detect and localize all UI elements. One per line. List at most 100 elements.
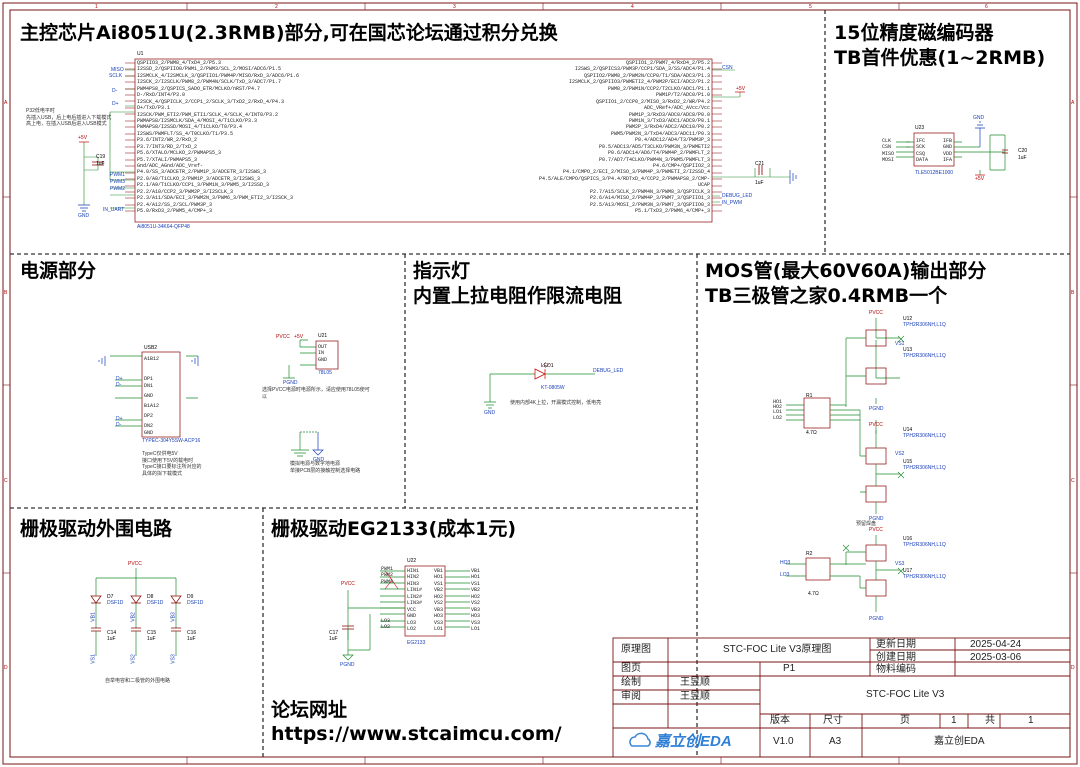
gp-pvcc: PVCC (128, 561, 142, 567)
mos-section-title-2: TB三极管之家0.4RMB一个 (705, 285, 948, 307)
eg2133-ref: U22 (407, 558, 417, 564)
usb-ref: USB2 (144, 345, 158, 351)
mcu-pin-label: P2.0/A8/T1CLKO_2/PWM1P_3/ADCETR_3/I2SWS_… (137, 175, 261, 182)
border-row-c-right: C (1071, 478, 1075, 484)
border-col-6: 6 (985, 4, 988, 10)
usb-net-dn2: D- (116, 422, 122, 428)
mos-note: 预留焊盘 (856, 521, 877, 527)
border-col-2: 2 (275, 4, 278, 10)
mcu-pins (125, 62, 722, 212)
border-row-b: B (4, 290, 8, 296)
encoder-circuit (896, 121, 1008, 176)
tb-create-label: 创建日期 (876, 652, 916, 663)
tb-size-value: A3 (829, 736, 842, 747)
encoder-cap-val: 1uF (1018, 155, 1027, 161)
mos-section-title-1: MOS管(最大60V60A)输出部分 (705, 260, 987, 282)
mcu-part: Ai8051U-34K64-QFP48 (137, 224, 190, 230)
tb-update-label: 更新日期 (876, 639, 916, 650)
mcu-pin-label: P2.6/A14/MISO_2/PWM4P_3/PWM7_3/QSPIIO1_3 (589, 195, 710, 202)
regulator-body (315, 340, 339, 370)
mcu-vcc: +5V (78, 135, 88, 141)
tb-schematic-value: STC-FOC Lite V3原理图 (723, 644, 832, 655)
forum-url[interactable]: https://www.stcaimcu.com/ (271, 723, 562, 745)
cap-c17-ref: C17 (329, 630, 339, 636)
net-csn: CSN (722, 65, 733, 71)
encoder-vcc: +5V (975, 176, 985, 182)
mcu-pin-label: PWM1P_3/RxD3/ADC0/ADC8/P0.0 (628, 111, 710, 118)
encoder-body (913, 132, 955, 167)
diode-d7-part: DSF1D (107, 600, 124, 606)
mcu-pin-label: P0.5/ADC13/AD5/T3CLKO/PWM3N_3/PWMETI2 (598, 143, 710, 150)
tb-page-value: P1 (783, 663, 796, 674)
gd-pvcc: PVCC (341, 581, 355, 587)
mcu-pin-label: PWMAPS8/I2SSD/MOSI_4/T1CLKO/T0/P3.4 (137, 124, 243, 131)
mcu-pin-label: D-/RxD/INT4/P3.0 (137, 92, 186, 99)
diode-d7-ref: D7 (107, 594, 114, 600)
mos-pvcc-3: PVCC (869, 527, 883, 533)
fet-u17-ref: U17 (903, 568, 913, 574)
res-array-2-val: 4.7Ω (808, 591, 819, 597)
net-miso: MISO (111, 67, 124, 73)
tb-drawn-value: 王昱顺 (680, 677, 710, 688)
title-block-grid (612, 637, 1071, 758)
mcu-pin-label: P2.5/A13/MOSI_2/PWM3N_3/PWM7_3/QSPIIO0_3 (589, 201, 710, 208)
mos-gate-ho3: HO3 (780, 560, 791, 566)
net-in-pwm: IN_PWM (722, 200, 742, 206)
fet-u16-ref: U16 (903, 536, 913, 542)
usb-net-dp2: D+ (116, 416, 123, 422)
gp-vb3: VB3 (170, 612, 177, 622)
border-row-a-right: A (1071, 100, 1075, 106)
mcu-pin-label: D+/TxD/P3.1 (137, 105, 171, 112)
cap-c19-val: 1uF (96, 161, 105, 167)
net-d-plus: D+ (112, 101, 119, 107)
led-net: DEBUG_LED (593, 368, 624, 374)
mcu-pin-label: P0.6/ADC14/AD6/T4/PWM4P_2/PWMFLT_2 (607, 150, 710, 157)
sheet-inner-border (9, 9, 1071, 758)
gnd-note: 模拟电源与数字地电源 单接PCB层的接触控制选择电路 (290, 461, 361, 474)
cap-c21-val: 1uF (755, 180, 764, 186)
cap-c14-val: 1uF (107, 636, 116, 642)
mcu-pin-label: I2SCK/PWM_ETI2/PWM_ETI1/SCLK_4/SCLK_4/IN… (137, 111, 279, 118)
section-dividers (10, 10, 1070, 757)
cap-c15-ref: C15 (147, 630, 157, 636)
cap-c15-val: 1uF (147, 636, 156, 642)
cap-c16-val: 1uF (187, 636, 196, 642)
mcu-pin-label: I2SCK_4/QSPICLK_2/CCP1_2/SCLK_3/TxD2_2/R… (137, 98, 285, 105)
net-pwm1: PWM1 (110, 172, 125, 178)
tb-version-value: V1.0 (773, 736, 794, 747)
mcu-gnd: GND (78, 213, 90, 219)
mcu-pin-label: I2SSD_2/QSPIIO0/PWM1_2/PWM3/SCL_2/MOSI/A… (137, 66, 282, 73)
fet-u13-ref: U13 (903, 347, 913, 353)
mcu-pin-label: QSPIIO2/PWM8_2/PWM2N/CCP0/T1/SDA/ADC3/P1… (583, 72, 710, 79)
mcu-pin-label: QSPIIO1_2/PWM7_4/RxD4_2/P5.2 (625, 60, 710, 66)
mos-vs3: VS3 (895, 561, 905, 567)
power-pgnd: PGND (283, 380, 298, 386)
border-row-b-right: B (1071, 290, 1075, 296)
mos-pvcc-1: PVCC (869, 310, 883, 316)
mcu-pin-label: PWM1P/T2/ADC0/P1.0 (655, 92, 710, 99)
cap-c19-ref: C19 (96, 154, 106, 160)
mcu-pin-label: QSPIIO3_2/PWM8_4/TxD4_2/P5.3 (137, 60, 222, 66)
mcu-pin-label: P2.1/A9/T1CLKO/CCP1_3/PWM1N_3/PWM5_3/I2S… (137, 182, 270, 189)
mcu-pin-label: P4.6/CMP+/QSPIIO2_3 (652, 163, 710, 169)
gp-vs3: VS3 (170, 654, 177, 664)
cap-c16-ref: C16 (187, 630, 197, 636)
tb-company-value: 嘉立创EDA (934, 736, 985, 747)
mcu-pin-label: P3.6/INT2/WR_2/RxD_2 (137, 137, 198, 144)
usb-net-dp1: D+ (116, 376, 123, 382)
gp-note: 自举电容和二极管的外围电路 (105, 678, 171, 684)
net-d-minus: D- (112, 88, 118, 94)
mcu-pin-label: UCAP (697, 182, 710, 189)
border-col-5: 5 (809, 4, 812, 10)
tb-review-label: 审阅 (621, 691, 641, 702)
mcu-pin-label: P5.0/RxD3_2/PWM5_4/CMP+_3 (137, 208, 213, 215)
mcu-pin-label: P0.7/AD7/T4CLKO/PWM4N_3/PWM5/PWMFLT_3 (598, 156, 710, 163)
jlc-logo-icon (629, 732, 651, 747)
